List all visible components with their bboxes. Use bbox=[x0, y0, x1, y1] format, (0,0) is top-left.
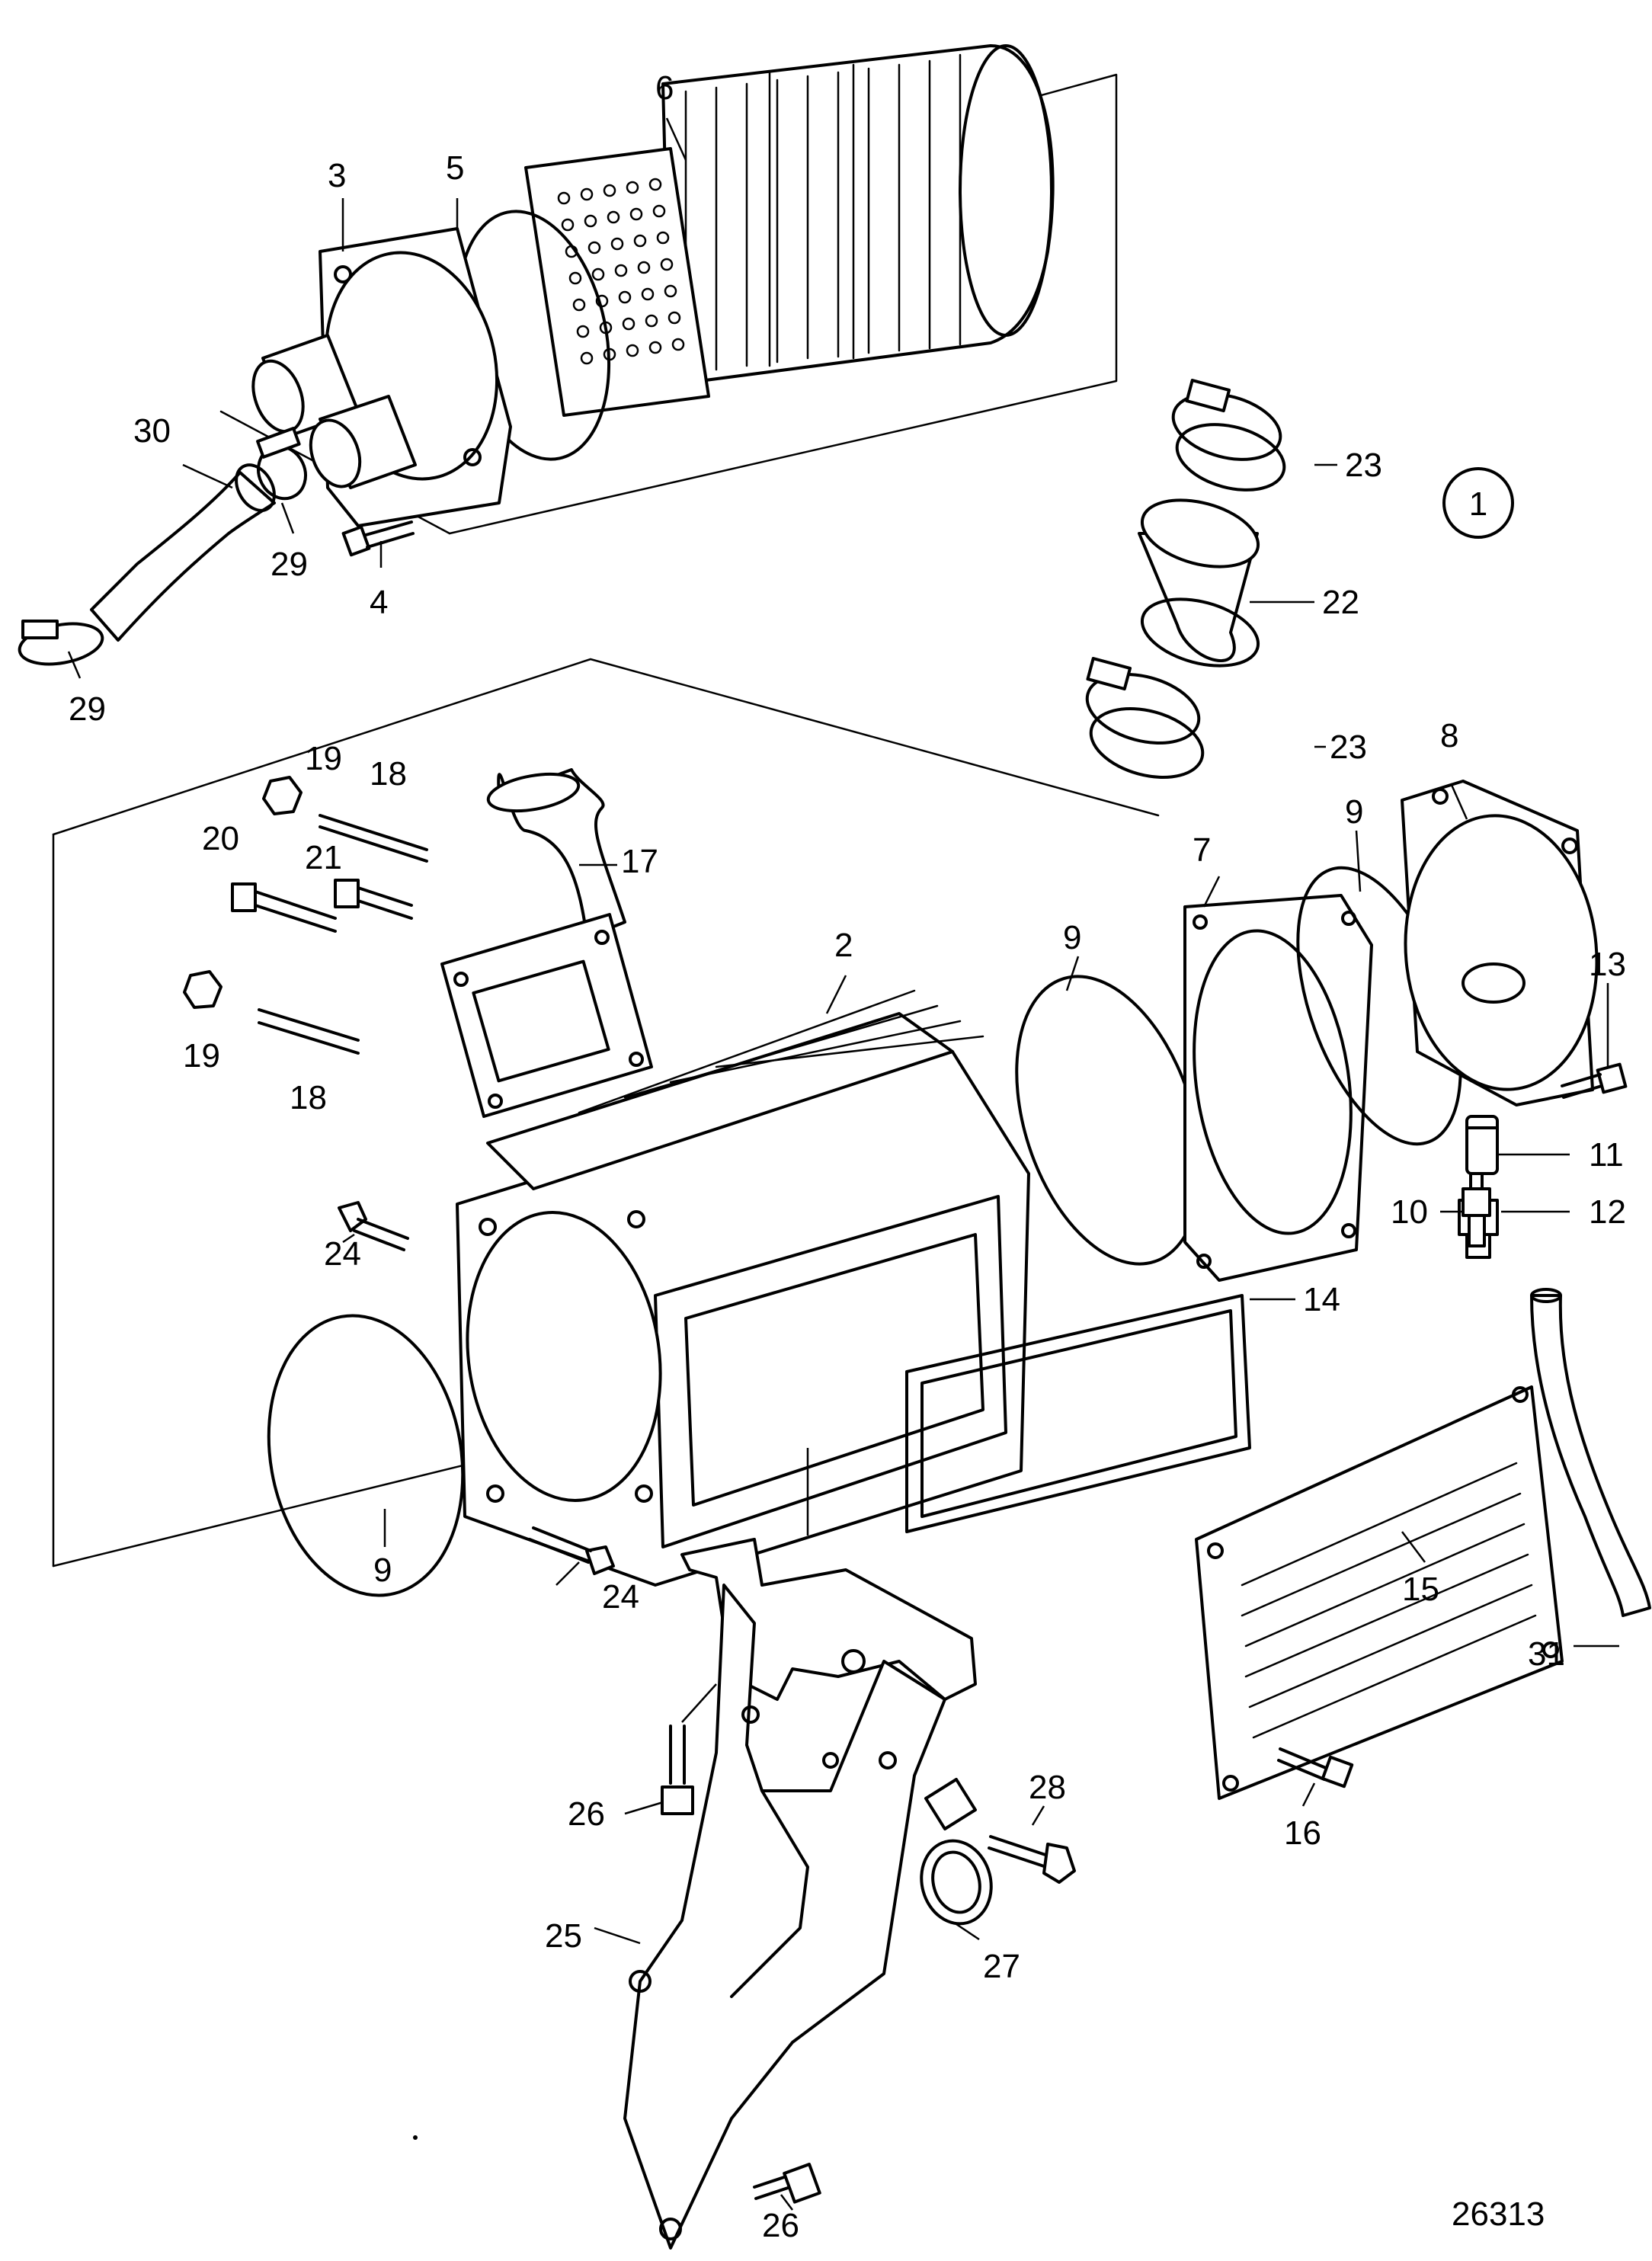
callout-9-right: 9 bbox=[1345, 793, 1363, 831]
callout-31: 31 bbox=[1528, 1635, 1565, 1673]
callout-19-upper: 19 bbox=[305, 740, 342, 777]
callout-18-upper: 18 bbox=[370, 755, 407, 793]
gasket-14 bbox=[905, 1294, 1251, 1533]
fitting-11 bbox=[1465, 1115, 1499, 1175]
callout-9-left: 9 bbox=[373, 1552, 392, 1589]
hose-clamps-23-lower bbox=[1085, 657, 1205, 779]
diagram-id: 26313 bbox=[1452, 2195, 1545, 2233]
filter-housing-cover bbox=[251, 227, 512, 527]
callout-12: 12 bbox=[1589, 1193, 1626, 1231]
filter-element bbox=[524, 44, 1055, 417]
bolt-26-upper bbox=[661, 1725, 694, 1815]
screw-4 bbox=[341, 520, 415, 557]
screw-16 bbox=[1277, 1747, 1354, 1789]
callout-26-upper: 26 bbox=[568, 1795, 605, 1833]
bolt-24-lower bbox=[528, 1526, 615, 1575]
callout-13: 13 bbox=[1589, 946, 1626, 983]
hose-clamps-23-upper bbox=[1171, 379, 1286, 492]
callout-26-lower: 26 bbox=[762, 2207, 799, 2244]
callout-19-lower: 19 bbox=[183, 1037, 220, 1074]
stud-18-lower bbox=[258, 1008, 360, 1055]
callout-labels: 2 3 4 5 6 7 8 9 9 9 10 11 12 13 14 15 16… bbox=[69, 69, 1626, 2244]
callout-21: 21 bbox=[305, 839, 342, 876]
stray-dot bbox=[413, 2135, 418, 2140]
callout-8: 8 bbox=[1440, 717, 1458, 754]
callout-3: 3 bbox=[328, 157, 346, 194]
callout-25: 25 bbox=[545, 1917, 582, 1955]
main-assembly-outline bbox=[52, 658, 1160, 1568]
nut-19-lower bbox=[183, 970, 223, 1009]
bolt-20 bbox=[231, 882, 337, 933]
callout-7: 7 bbox=[1193, 831, 1211, 869]
clamp-27 bbox=[920, 1778, 993, 1926]
callout-4: 4 bbox=[370, 584, 388, 621]
callout-23-upper: 23 bbox=[1345, 447, 1382, 484]
elbow-pipe-17 bbox=[440, 768, 653, 1118]
view-marker: 1 bbox=[1442, 467, 1514, 539]
hose-22 bbox=[1138, 498, 1260, 668]
callout-20: 20 bbox=[202, 820, 239, 857]
screw-13 bbox=[1561, 1062, 1628, 1099]
hose-clamp-29-upper bbox=[256, 427, 307, 501]
side-cover-15 bbox=[1195, 1385, 1564, 1800]
callout-30: 30 bbox=[133, 412, 171, 450]
callout-17: 17 bbox=[621, 843, 658, 880]
callout-24-upper: 24 bbox=[324, 1235, 361, 1273]
hose-30 bbox=[90, 463, 276, 642]
pipe-31 bbox=[1530, 1288, 1651, 1617]
fitting-10 bbox=[1462, 1172, 1491, 1247]
leader-lines bbox=[67, 117, 1619, 2211]
callout-15: 15 bbox=[1402, 1571, 1439, 1608]
bolt-24-upper bbox=[338, 1201, 409, 1251]
view-marker-label: 1 bbox=[1469, 485, 1487, 523]
callout-18-lower: 18 bbox=[290, 1079, 327, 1116]
bolt-21 bbox=[334, 879, 413, 920]
callout-28: 28 bbox=[1029, 1769, 1066, 1806]
callout-24-lower: 24 bbox=[602, 1578, 639, 1616]
hose-clamp-29-lower bbox=[18, 620, 104, 666]
callout-29-lower: 29 bbox=[69, 690, 106, 728]
callout-10: 10 bbox=[1391, 1193, 1428, 1231]
callout-14: 14 bbox=[1303, 1281, 1340, 1318]
callout-22: 22 bbox=[1322, 584, 1359, 621]
callout-23-lower: 23 bbox=[1330, 729, 1367, 766]
callout-9-center: 9 bbox=[1063, 919, 1081, 956]
end-cover-8 bbox=[1401, 780, 1599, 1106]
callout-5: 5 bbox=[446, 149, 464, 187]
stud-18-upper bbox=[319, 814, 428, 863]
callout-29-upper: 29 bbox=[271, 546, 308, 583]
charge-air-cooler-body bbox=[456, 989, 1030, 1587]
gasket-plate-7 bbox=[1183, 894, 1373, 1282]
nut-19-upper bbox=[262, 776, 303, 815]
callout-2: 2 bbox=[834, 927, 853, 964]
callout-11: 11 bbox=[1589, 1136, 1624, 1174]
screw-28 bbox=[988, 1835, 1076, 1884]
o-ring-9-left bbox=[267, 1314, 465, 1597]
support-bracket-25 bbox=[623, 1584, 946, 2250]
callout-16: 16 bbox=[1284, 1814, 1321, 1852]
callout-27: 27 bbox=[983, 1948, 1020, 1985]
bolt-26-lower bbox=[753, 2163, 821, 2204]
callout-6: 6 bbox=[655, 69, 674, 107]
